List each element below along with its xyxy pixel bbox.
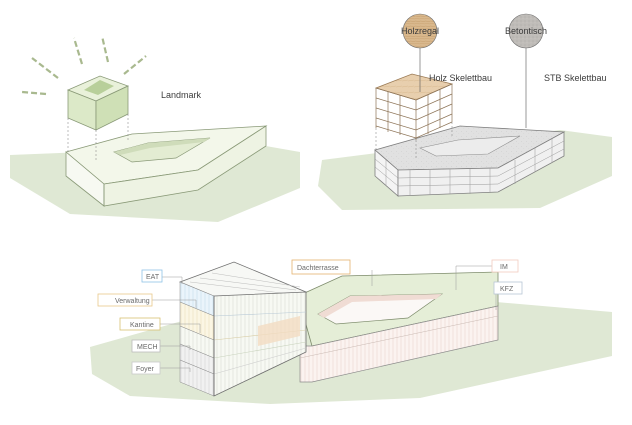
- concrete-ring-side: [397, 131, 565, 197]
- svg-text:Verwaltung: Verwaltung: [115, 298, 150, 305]
- tag-foyer: Foyer: [131, 361, 161, 375]
- tag-verwaltung: Verwaltung: [97, 293, 153, 307]
- label-betontisch: Betontisch: [505, 26, 547, 36]
- tag-kantine: Kantine: [119, 317, 161, 331]
- label-holzregal: Holzregal: [401, 26, 439, 36]
- label-holz-skelettbau: Holz Skelettbau: [429, 73, 492, 83]
- svg-text:IM: IM: [500, 264, 508, 271]
- svg-text:MECH: MECH: [137, 344, 158, 351]
- landmark-rays: [21, 35, 147, 96]
- ring-courtyard-shadow-1: [114, 138, 210, 155]
- betontisch-swatch: [508, 13, 544, 49]
- holzregal-swatch: [402, 13, 438, 49]
- tag-kfz: KFZ: [493, 281, 523, 295]
- svg-text:Foyer: Foyer: [136, 366, 155, 373]
- svg-text:Dachterrasse: Dachterrasse: [297, 265, 339, 272]
- panel-landmark: Landmark: [10, 35, 300, 222]
- svg-text:KFZ: KFZ: [500, 286, 514, 293]
- concrete-courtyard: [419, 135, 521, 157]
- ring-face-3: [299, 305, 499, 383]
- label-landmark: Landmark: [161, 90, 202, 100]
- label-stb-skelettbau: STB Skelettbau: [544, 73, 607, 83]
- tag-eat: EAT: [141, 269, 163, 283]
- tag-im: IM: [491, 259, 519, 273]
- panel-functions: EAT Verwaltung Kantine MECH Foyer Dachte…: [90, 259, 612, 404]
- tag-dachterrasse: Dachterrasse: [291, 259, 351, 275]
- wood-skeleton: [375, 83, 453, 140]
- tag-mech: MECH: [131, 339, 161, 353]
- svg-text:Kantine: Kantine: [130, 322, 154, 329]
- svg-text:EAT: EAT: [146, 274, 160, 281]
- panel-structure: Holzregal Betontisch Holz Skelettbau STB…: [318, 13, 612, 210]
